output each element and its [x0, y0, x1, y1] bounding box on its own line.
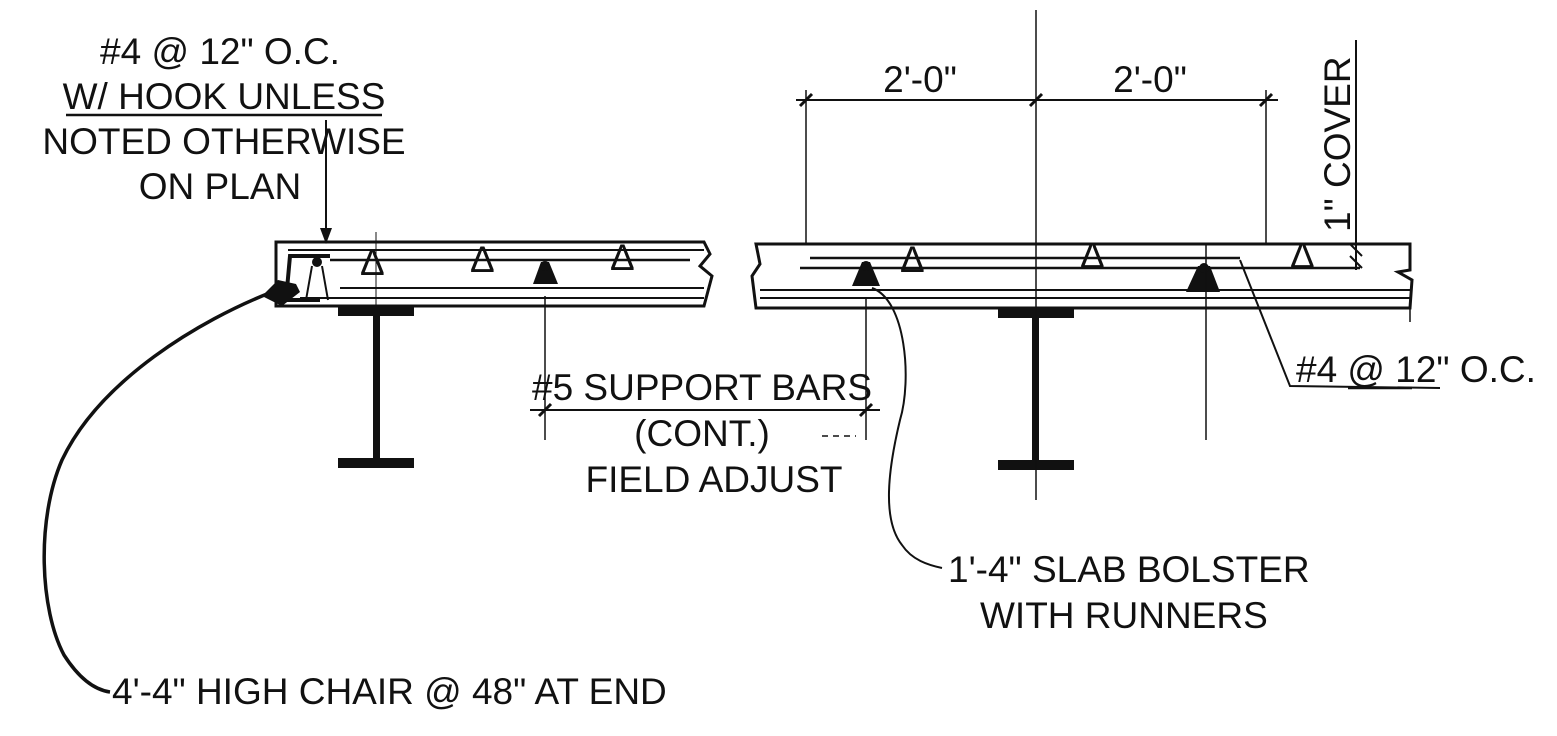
slab-right-segment: Δ Δ Δ — [750, 235, 1414, 310]
dimension-right-span: 2'-0" — [1113, 59, 1187, 100]
note-slab-bolster: 1'-4" SLAB BOLSTER WITH RUNNERS — [948, 549, 1310, 636]
high-chair-end — [305, 257, 329, 301]
bolster-middle — [852, 261, 880, 286]
svg-text:Δ: Δ — [360, 242, 385, 283]
bolster-left — [533, 261, 558, 284]
svg-text:Δ: Δ — [470, 239, 495, 280]
note-support-bars-line2: (CONT.) — [634, 413, 770, 454]
note-support-bars-line1: #5 SUPPORT BARS — [532, 367, 872, 408]
svg-text:Δ: Δ — [610, 237, 635, 278]
note-slab-bolster-line2: WITH RUNNERS — [980, 595, 1268, 636]
cover-dimension — [1349, 40, 1363, 270]
note-high-chair: 4'-4" HIGH CHAIR @ 48" AT END — [112, 671, 667, 712]
note-top-bar-line2: W/ HOOK UNLESS — [63, 76, 386, 117]
svg-text:Δ: Δ — [1290, 235, 1315, 276]
slab-left-segment: Δ Δ Δ — [274, 237, 714, 308]
dimension-line-top — [796, 92, 1278, 108]
note-bottom-bar: #4 @ 12" O.C. — [1296, 349, 1536, 390]
cover-label: 1" COVER — [1317, 56, 1358, 232]
note-slab-bolster-line1: 1'-4" SLAB BOLSTER — [948, 549, 1310, 590]
note-top-bar: #4 @ 12" O.C. W/ HOOK UNLESS NOTED OTHER… — [42, 31, 405, 207]
note-top-bar-line1: #4 @ 12" O.C. — [100, 31, 340, 72]
svg-text:Δ: Δ — [1080, 235, 1105, 276]
svg-text:Δ: Δ — [900, 239, 925, 280]
dimension-left-span: 2'-0" — [883, 59, 957, 100]
note-support-bars: #5 SUPPORT BARS (CONT.) FIELD ADJUST — [532, 367, 872, 500]
note-support-bars-line3: FIELD ADJUST — [586, 459, 843, 500]
note-top-bar-line3: NOTED OTHERWISE — [42, 121, 405, 162]
note-top-bar-line4: ON PLAN — [139, 166, 301, 207]
extension-lines — [375, 10, 1411, 500]
dimension-line-support-bars — [530, 402, 880, 437]
steel-beam-left — [338, 306, 414, 468]
